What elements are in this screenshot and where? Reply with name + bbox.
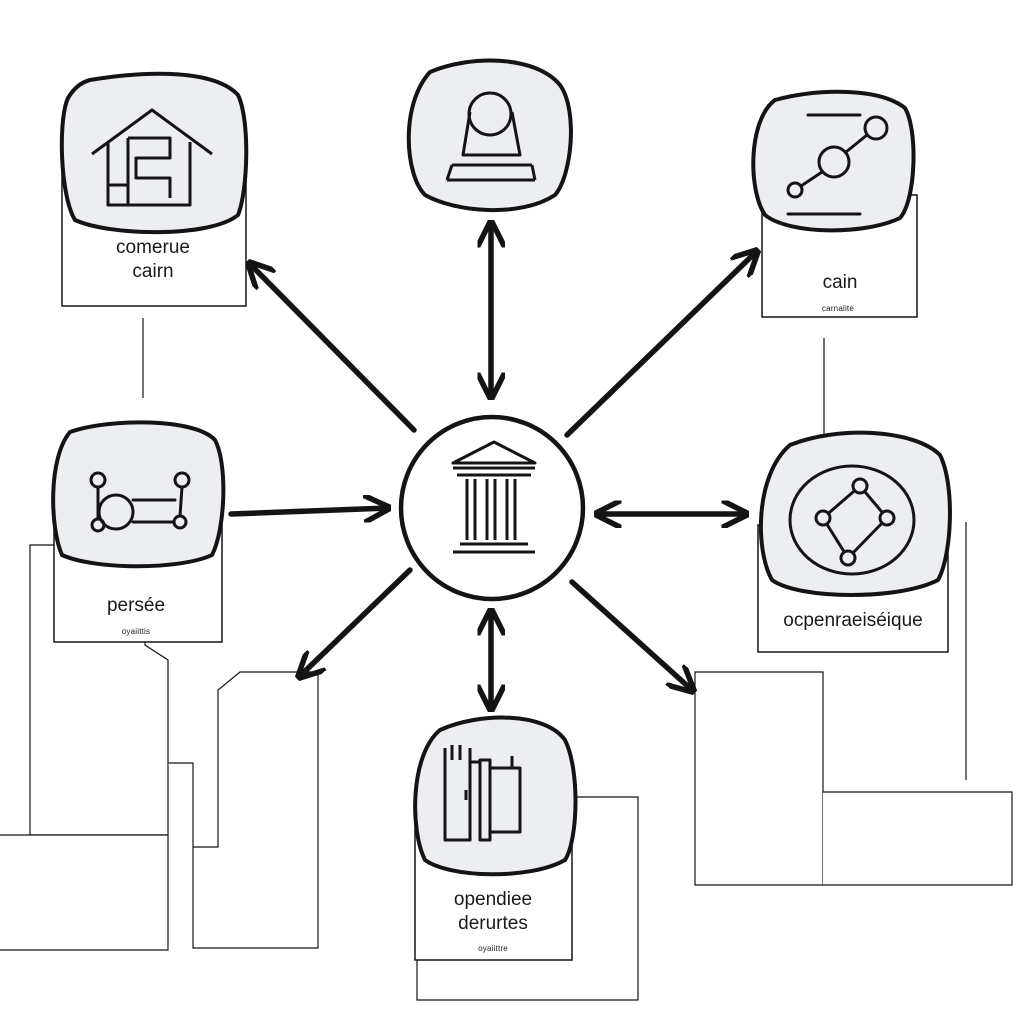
- node-label-line-1: comerue: [116, 237, 190, 258]
- folders-icon: [443, 745, 522, 842]
- node-top-right[interactable]: cain carnalite: [751, 89, 918, 318]
- node-mid-left[interactable]: persée oyaiittis: [51, 420, 226, 643]
- node-bottom-center[interactable]: opendiee derurtes oyaiittre: [413, 715, 578, 961]
- house-icon: [91, 108, 213, 207]
- node-label-line-2: derurtes: [458, 913, 528, 934]
- bg-panel-right-low: [823, 791, 1013, 886]
- pedestal-sphere-icon: [445, 91, 537, 182]
- arrow-top-right: [564, 252, 756, 438]
- bench-joints-icon: [89, 471, 191, 533]
- node-label-line-1: ocpenraeiséique: [783, 610, 922, 631]
- node-icon-bg: [59, 71, 249, 235]
- bank-columns-icon: [451, 440, 537, 554]
- node-label-line-1: opendiee: [454, 889, 532, 910]
- arrow-top-left: [250, 264, 417, 433]
- node-icon-bg: [413, 715, 578, 877]
- central-hub[interactable]: [398, 414, 586, 602]
- node-label-line-2: cairn: [132, 261, 173, 282]
- node-top-left[interactable]: comerue cairn: [59, 71, 249, 307]
- arrow-mid-left: [228, 508, 387, 514]
- connector-arrows: [228, 224, 756, 708]
- hub-circle: [398, 414, 586, 602]
- connected-nodes-icon: [786, 113, 889, 216]
- node-mid-right[interactable]: ocpenraeiséique: [757, 430, 952, 653]
- arrow-bottom-right: [569, 579, 692, 690]
- node-icon-bg: [51, 420, 226, 569]
- node-caption: oyaiittre: [478, 944, 508, 953]
- arrow-bottom-left: [300, 567, 413, 676]
- node-caption: carnalite: [822, 304, 854, 313]
- bg-panel-left-low: [0, 834, 169, 951]
- bg-panel-left-notch: [168, 671, 319, 949]
- node-label-line-1: persée: [107, 595, 165, 616]
- diamond-network-icon: [788, 464, 916, 576]
- node-label-line-1: cain: [823, 272, 858, 293]
- node-icon-bg: [751, 89, 916, 233]
- node-top-center[interactable]: [406, 58, 573, 212]
- node-icon-bg: [758, 430, 952, 597]
- bg-panel-right-tall: [694, 671, 824, 886]
- node-caption: oyaiittis: [122, 627, 150, 636]
